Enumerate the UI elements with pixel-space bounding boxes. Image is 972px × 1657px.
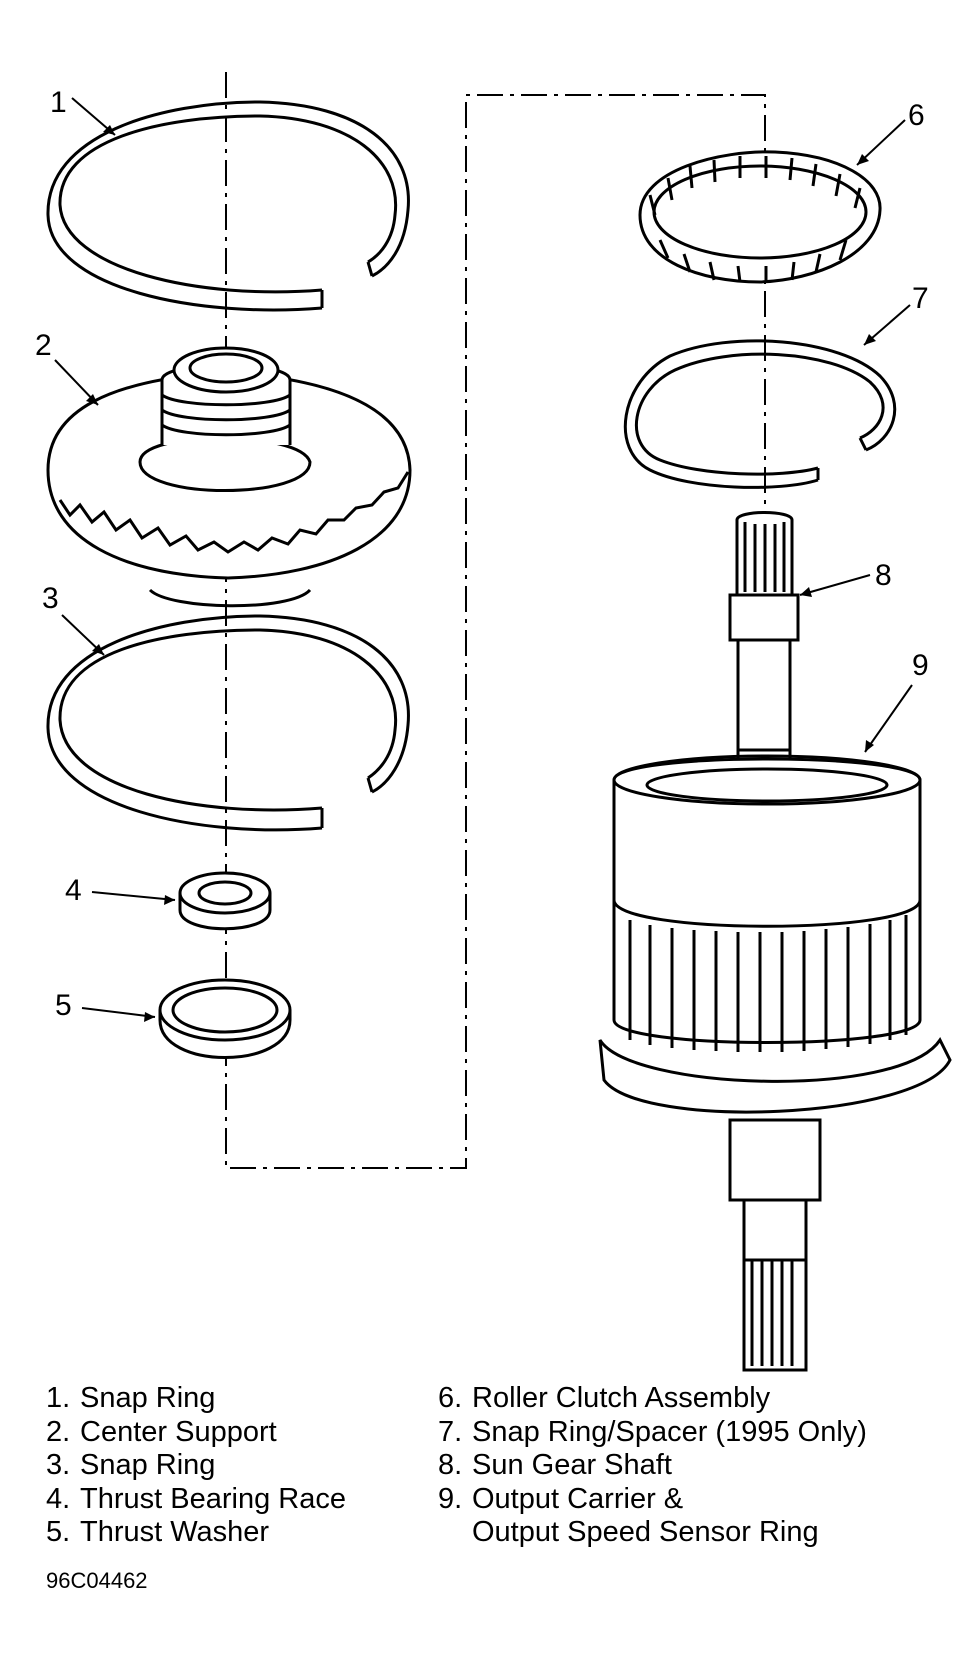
legend-text: Roller Clutch Assembly [472,1382,771,1414]
figure-code: 96C04462 [46,1568,148,1593]
snap-ring-1 [46,100,410,312]
legend-text: Center Support [80,1415,277,1448]
snap-ring-spacer-7 [623,339,897,489]
legend-item: 8. Sun Gear Shaft [438,1449,867,1483]
thrust-bearing-race [178,871,272,931]
callout-8: 8 [799,559,892,597]
callout-label: 4 [65,874,82,907]
callout-label: 1 [50,86,67,119]
callout-label: 2 [35,329,52,362]
legend-item: 4. Thrust Bearing Race [46,1483,346,1517]
callout-label: 9 [912,649,929,682]
callout-label: 3 [42,582,59,615]
legend-number: 8. [438,1449,463,1481]
callout-3: 3 [42,582,105,656]
callout-9: 9 [864,649,929,753]
legend-item: 7. Snap Ring/Spacer (1995 Only) [438,1416,867,1450]
legend-item: 1. Snap Ring [46,1382,346,1416]
legend-item-continuation: Output Speed Sensor Ring [438,1516,867,1550]
legend-number: 4. [46,1482,71,1515]
legend-item: 2. Center Support [46,1416,346,1450]
legend-text: Sun Gear Shaft [472,1449,672,1481]
parts-legend-left: 1. Snap Ring 2. Center Support 3. Snap Ring… [46,1382,346,1550]
roller-clutch-assembly [638,150,882,284]
callout-5: 5 [55,989,156,1022]
parts-legend-right: 6. Roller Clutch Assembly 7. Snap Ring/Spa… [438,1382,867,1550]
legend-item: 3. Snap Ring [46,1449,346,1483]
callout-label: 8 [875,559,892,592]
callout-2: 2 [35,329,99,406]
callout-label: 7 [912,282,929,315]
callout-1: 1 [50,86,116,136]
legend-text: Snap Ring [80,1449,216,1481]
legend-number: 1. [46,1382,71,1414]
snap-ring-3 [46,614,410,832]
callout-label: 5 [55,989,72,1022]
thrust-washer [158,978,292,1059]
center-support [46,346,412,608]
output-carrier [598,754,952,1372]
legend-text: Output Carrier & [472,1482,684,1515]
callout-6: 6 [856,99,925,166]
legend-item: 9. Output Carrier & [438,1483,867,1517]
callout-label: 6 [908,99,925,132]
callout-7: 7 [863,282,929,346]
legend-text: Output Speed Sensor Ring [472,1516,819,1548]
callout-4: 4 [65,874,176,907]
legend-number: 3. [46,1449,71,1481]
legend-number: 7. [438,1415,463,1448]
legend-text: Thrust Washer [80,1516,270,1548]
legend-text: Snap Ring [80,1382,216,1414]
legend-number: 9. [438,1482,463,1515]
legend-text: Snap Ring/Spacer (1995 Only) [472,1415,867,1448]
legend-item: 6. Roller Clutch Assembly [438,1382,867,1416]
legend-item: 5. Thrust Washer [46,1516,346,1550]
legend-text: Thrust Bearing Race [80,1482,346,1515]
legend-number: 2. [46,1415,71,1448]
legend-number: 6. [438,1382,463,1414]
legend-number: 5. [46,1516,71,1548]
